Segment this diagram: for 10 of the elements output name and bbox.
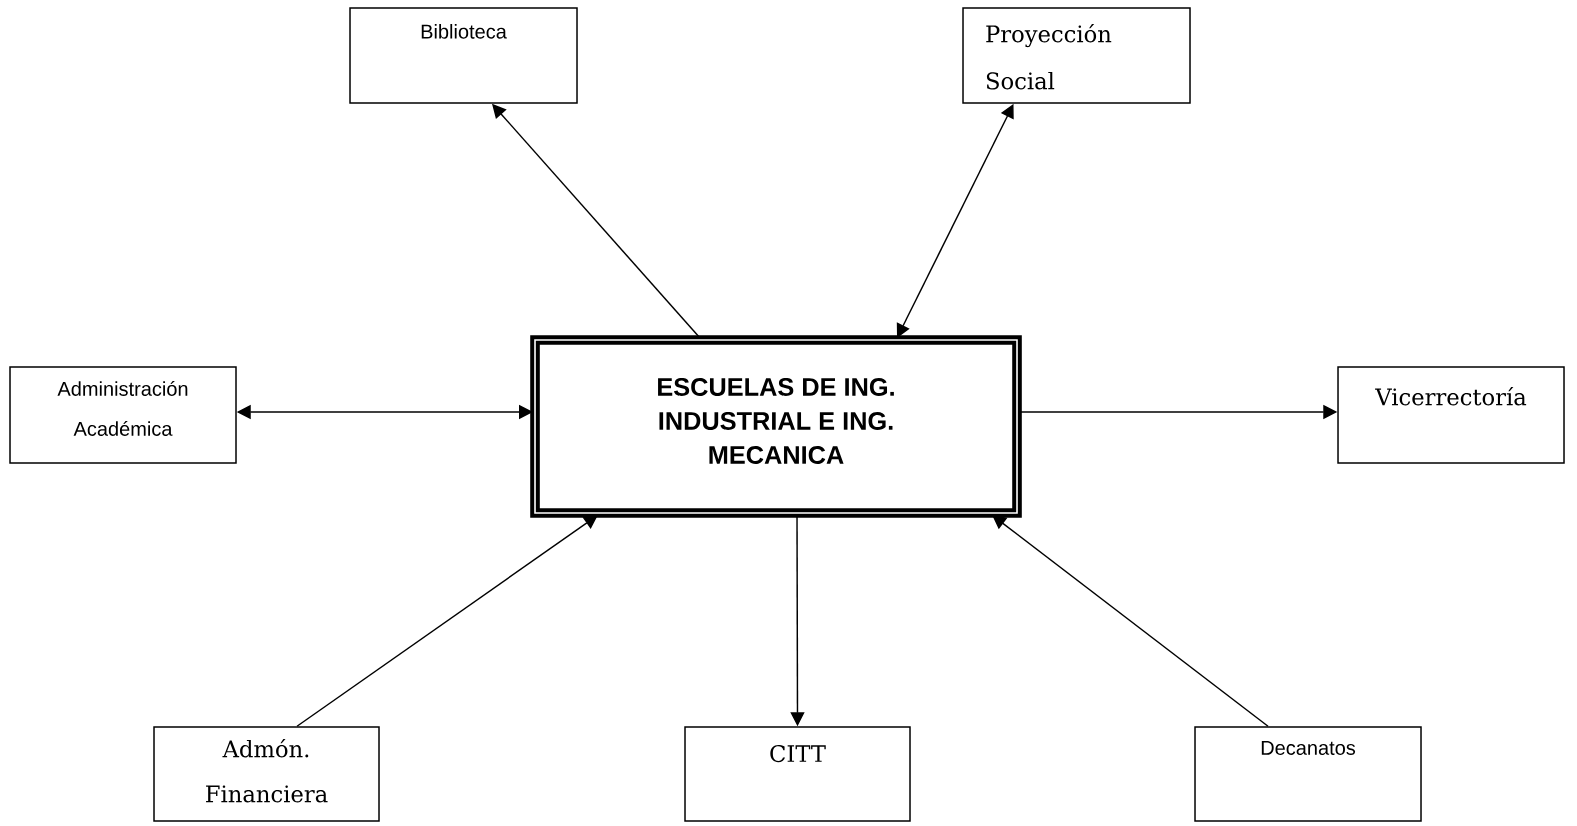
unit-box: Admón. Financiera [153,726,380,822]
unit-box: Proyección Social [962,7,1191,104]
arrow [296,515,598,727]
unit-box: Vicerrectoría [1337,366,1565,464]
unit-box: Biblioteca [349,7,578,104]
unit-box: CITT [684,726,911,822]
central-box: ESCUELAS DE ING. INDUSTRIAL E ING. MECANICA [530,335,1022,518]
unit-box: Decanatos [1194,726,1422,822]
unit-box: Administración Académica [9,366,237,464]
arrow [992,515,1269,727]
